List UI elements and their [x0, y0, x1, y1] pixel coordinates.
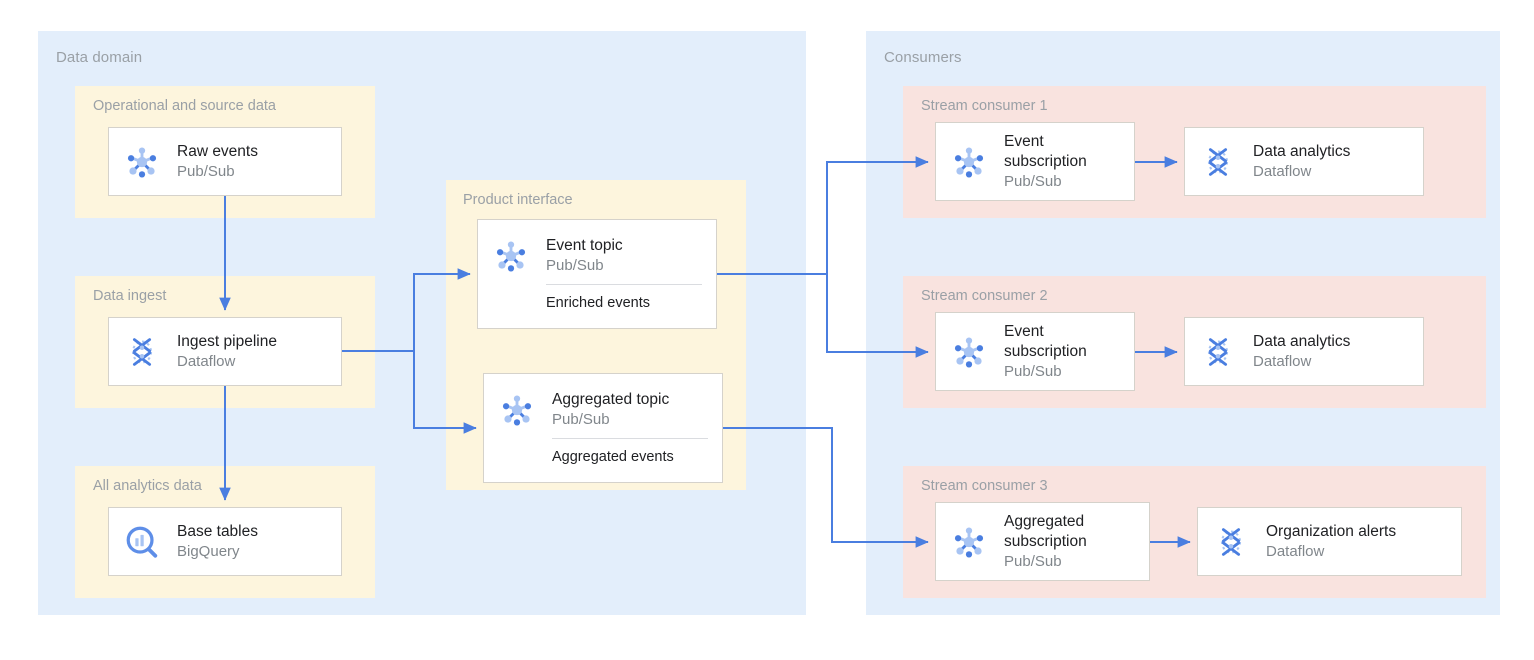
dataflow-icon — [1207, 147, 1229, 176]
card-event-subscription-2[interactable]: Event subscription Pub/Sub — [935, 312, 1135, 391]
card-subtitle: Pub/Sub — [546, 257, 604, 274]
pubsub-icon — [954, 146, 984, 177]
card-subtitle: Dataflow — [1253, 352, 1312, 370]
card-title: Aggregated topic — [552, 391, 670, 408]
card-subtitle: Pub/Sub — [177, 162, 235, 180]
card-data-analytics-1[interactable]: Data analytics Dataflow — [1184, 127, 1424, 196]
dataflow-icon — [1220, 527, 1242, 556]
pubsub-icon — [127, 146, 157, 177]
pubsub-icon — [954, 336, 984, 367]
pubsub-icon — [954, 526, 984, 557]
subpanel-title-stream-consumer-2: Stream consumer 2 — [921, 288, 1048, 304]
card-footer: Enriched events — [546, 295, 650, 311]
card-title: Ingest pipeline — [177, 332, 277, 350]
subpanel-title-operational-and-source-data: Operational and source data — [93, 98, 276, 114]
card-event-subscription-1[interactable]: Event subscription Pub/Sub — [935, 122, 1135, 201]
card-subtitle: Pub/Sub — [552, 411, 610, 428]
card-title: Data analytics — [1253, 142, 1351, 160]
card-title: Data analytics — [1253, 332, 1351, 350]
card-subtitle: Pub/Sub — [1004, 362, 1062, 380]
subpanel-title-stream-consumer-3: Stream consumer 3 — [921, 478, 1048, 494]
subpanel-title-product-interface: Product interface — [463, 192, 573, 208]
group-title-data-domain: Data domain — [56, 49, 143, 66]
pubsub-icon — [496, 241, 526, 272]
card-subtitle: Dataflow — [177, 352, 236, 370]
card-base-tables[interactable]: Base tables BigQuery — [108, 507, 342, 576]
card-title: Aggregated subscription — [1004, 512, 1087, 550]
dataflow-icon — [131, 337, 153, 366]
card-raw-events[interactable]: Raw events Pub/Sub — [108, 127, 342, 196]
card-title: Event topic — [546, 237, 623, 254]
card-data-analytics-2[interactable]: Data analytics Dataflow — [1184, 317, 1424, 386]
card-subtitle: Dataflow — [1253, 162, 1312, 180]
card-subtitle: Dataflow — [1266, 542, 1325, 560]
card-title: Organization alerts — [1266, 522, 1397, 540]
subpanel-title-all-analytics-data: All analytics data — [93, 478, 202, 494]
card-subtitle: BigQuery — [177, 542, 240, 560]
card-title: Raw events — [177, 142, 258, 160]
bigquery-icon — [126, 526, 158, 558]
card-subtitle: Pub/Sub — [1004, 172, 1062, 190]
card-ingest-pipeline[interactable]: Ingest pipeline Dataflow — [108, 317, 342, 386]
card-aggregated-topic[interactable]: Aggregated topic Pub/Sub Aggregated even… — [483, 373, 723, 483]
card-title: Event subscription — [1004, 132, 1087, 170]
card-footer: Aggregated events — [552, 449, 674, 465]
card-subtitle: Pub/Sub — [1004, 552, 1062, 570]
subpanel-title-stream-consumer-1: Stream consumer 1 — [921, 98, 1048, 114]
card-organization-alerts[interactable]: Organization alerts Dataflow — [1197, 507, 1462, 576]
card-aggregated-subscription-3[interactable]: Aggregated subscription Pub/Sub — [935, 502, 1150, 581]
pubsub-icon — [502, 395, 532, 426]
group-title-consumers: Consumers — [884, 49, 962, 66]
card-title: Event subscription — [1004, 322, 1087, 360]
card-event-topic[interactable]: Event topic Pub/Sub Enriched events — [477, 219, 717, 329]
card-divider — [546, 284, 702, 285]
dataflow-icon — [1207, 337, 1229, 366]
subpanel-title-data-ingest: Data ingest — [93, 288, 167, 304]
card-divider — [552, 438, 708, 439]
card-title: Base tables — [177, 522, 258, 540]
